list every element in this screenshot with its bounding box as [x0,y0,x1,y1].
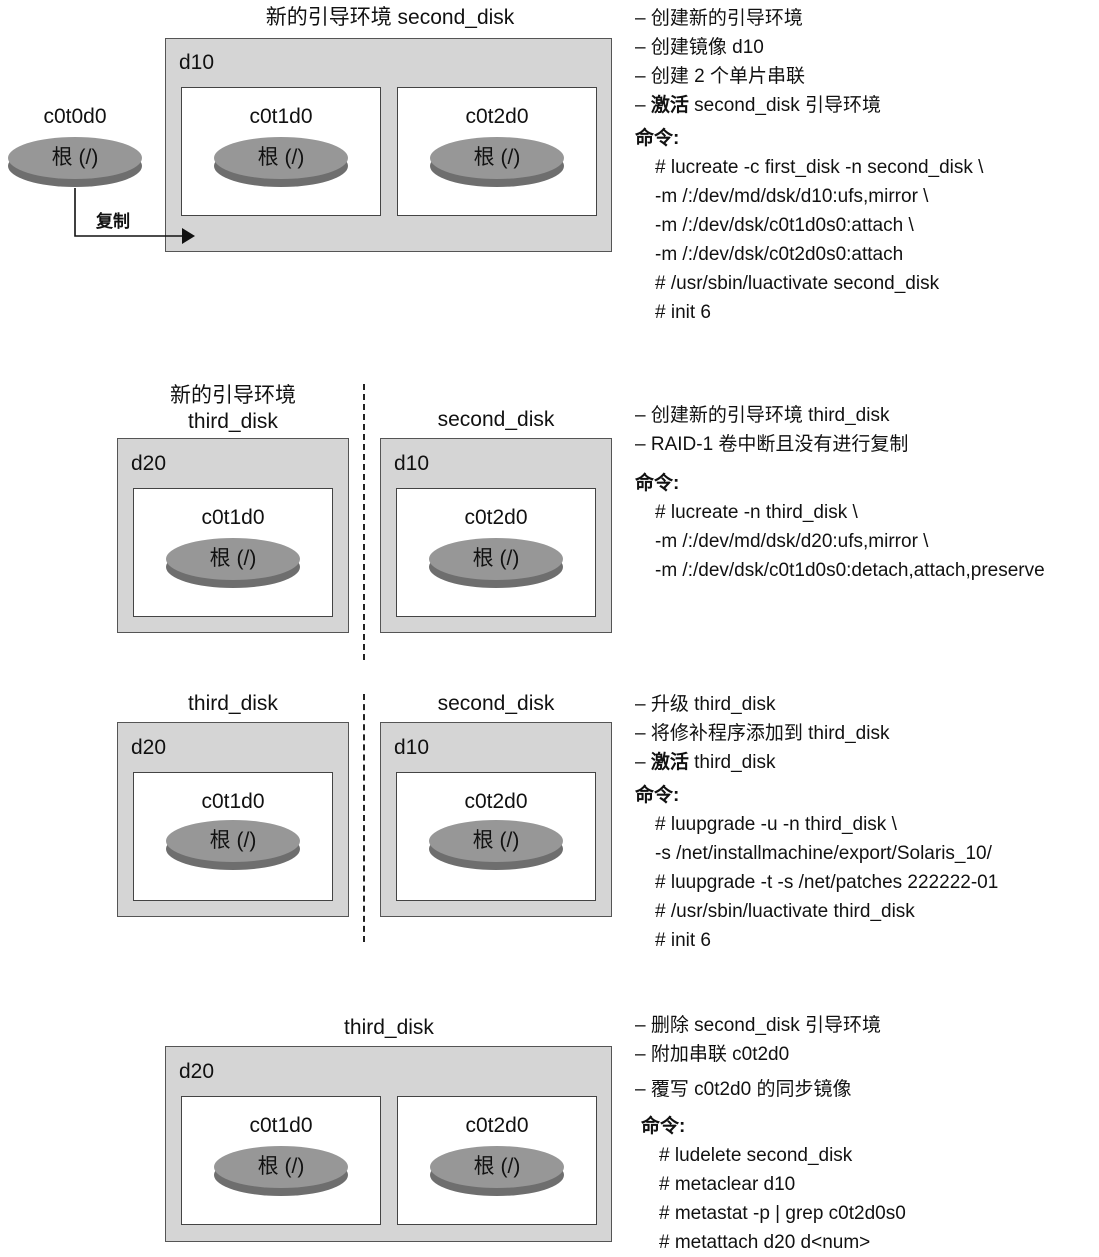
stage1-disk2-platter: 根 (/) [430,137,564,187]
stage1-note-1: – 创建新的引导环境 [635,8,803,29]
stage3-divider [363,694,365,942]
stage2-left-title-line1: 新的引导环境 [170,384,296,407]
stage1-command-5: # /usr/sbin/luactivate second_disk [655,273,940,294]
source-disk-name: c0t0d0 [43,105,107,128]
stage4-disk2-platter: 根 (/) [430,1146,564,1196]
stage4-title: third_disk [344,1016,434,1039]
copy-arrow [74,188,195,244]
stage1-title: 新的引导环境 second_disk [265,6,515,29]
stage4-disk1-platter: 根 (/) [214,1146,348,1196]
stage1-command-3: -m /:/dev/dsk/c0t1d0s0:attach \ [655,215,914,236]
stage4-volume-label: d20 [179,1060,215,1083]
stage3-right-disk-platter: 根 (/) [429,820,563,870]
stage2-note-2: – RAID-1 卷中断且没有进行复制 [635,434,909,455]
stage3-command-2: -s /net/installmachine/export/Solaris_10… [655,843,992,864]
source-disk-platter: 根 (/) [8,137,142,187]
stage4-disk1-name: c0t1d0 [249,1114,313,1137]
stage2-right-disk-name: c0t2d0 [464,506,528,529]
stage4-note-1: – 删除 second_disk 引导环境 [635,1015,882,1036]
stage2-notes: – 创建新的引导环境 third_disk – RAID-1 卷中断且没有进行复… [635,401,1045,585]
stage3-right-disk-name: c0t2d0 [464,790,528,813]
stage1-disk1-root-label: 根 (/) [257,146,305,169]
stage2-command-3: -m /:/dev/dsk/c0t1d0s0:detach,attach,pre… [655,560,1045,581]
stage3-left-disk-root-label: 根 (/) [209,829,257,852]
stage4-disk1-root-label: 根 (/) [257,1155,305,1178]
stage1-note-2: – 创建镜像 d10 [635,37,764,58]
stage3-left-title: third_disk [188,692,278,715]
stage2-left-volume-label: d20 [131,452,167,475]
stage2-note-1: – 创建新的引导环境 third_disk [635,405,890,426]
stage1-command-6: # init 6 [655,302,711,323]
stage3-note-3: – 激活 third_disk [635,752,776,773]
stage3-left-disk-platter: 根 (/) [166,820,300,870]
stage1-command-header: 命令: [635,128,680,149]
stage3-command-1: # luupgrade -u -n third_disk \ [655,814,897,835]
stage4-disk2-root-label: 根 (/) [473,1155,521,1178]
stage2-command-1: # lucreate -n third_disk \ [655,502,858,523]
stage3-right-disk-root-label: 根 (/) [472,829,520,852]
stage2-right-volume-label: d10 [394,452,430,475]
stage3-left-volume-label: d20 [131,736,167,759]
stage3-command-3: # luupgrade -t -s /net/patches 222222-01 [655,872,999,893]
stage1-command-2: -m /:/dev/md/dsk/d10:ufs,mirror \ [655,186,929,207]
stage4-command-4: # metattach d20 d<num> [659,1232,871,1253]
stage1-disk2-name: c0t2d0 [465,105,529,128]
stage1-volume-label: d10 [179,51,215,74]
copy-label: 复制 [96,212,130,231]
source-disk-root-label: 根 (/) [51,146,99,169]
stage1-disk1-name: c0t1d0 [249,105,313,128]
stage2-command-2: -m /:/dev/md/dsk/d20:ufs,mirror \ [655,531,929,552]
stage3-note-1: – 升级 third_disk [635,694,776,715]
stage4-note-3: – 覆写 c0t2d0 的同步镜像 [635,1079,852,1100]
stage4-command-header: 命令: [641,1116,686,1137]
stage4-notes: – 删除 second_disk 引导环境 – 附加串联 c0t2d0 – 覆写… [635,1011,906,1257]
stage2-right-disk-root-label: 根 (/) [472,547,520,570]
stage4-disk2-name: c0t2d0 [465,1114,529,1137]
stage4-command-3: # metastat -p | grep c0t2d0s0 [659,1203,906,1224]
stage3-command-header: 命令: [635,785,680,806]
stage1-command-1: # lucreate -c first_disk -n second_disk … [655,157,984,178]
stage4-note-2: – 附加串联 c0t2d0 [635,1044,790,1065]
stage3-notes: – 升级 third_disk – 将修补程序添加到 third_disk – … [635,690,998,955]
stage3-right-volume-label: d10 [394,736,430,759]
stage3-left-disk-name: c0t1d0 [201,790,265,813]
stage2-command-header: 命令: [635,473,680,494]
stage2-right-title: second_disk [437,408,555,431]
stage2-left-title-line2: third_disk [188,410,278,433]
stage1-disk2-root-label: 根 (/) [473,146,521,169]
stage3-note-2: – 将修补程序添加到 third_disk [635,723,890,744]
stage4-command-1: # ludelete second_disk [659,1145,853,1166]
stage1-command-4: -m /:/dev/dsk/c0t2d0s0:attach [655,244,904,265]
stage1-disk1-platter: 根 (/) [214,137,348,187]
stage1-note-4: – 激活 second_disk 引导环境 [635,95,882,116]
stage1-notes: – 创建新的引导环境 – 创建镜像 d10 – 创建 2 个单片串联 – 激活 … [635,4,983,327]
stage2-divider [363,384,365,660]
stage2-left-disk-platter: 根 (/) [166,538,300,588]
stage2-right-disk-platter: 根 (/) [429,538,563,588]
stage2-left-disk-name: c0t1d0 [201,506,265,529]
stage2-left-disk-root-label: 根 (/) [209,547,257,570]
stage3-command-4: # /usr/sbin/luactivate third_disk [655,901,915,922]
stage1-note-3: – 创建 2 个单片串联 [635,66,805,87]
stage4-command-2: # metaclear d10 [659,1174,796,1195]
stage3-right-title: second_disk [437,692,555,715]
stage3-command-5: # init 6 [655,930,711,951]
